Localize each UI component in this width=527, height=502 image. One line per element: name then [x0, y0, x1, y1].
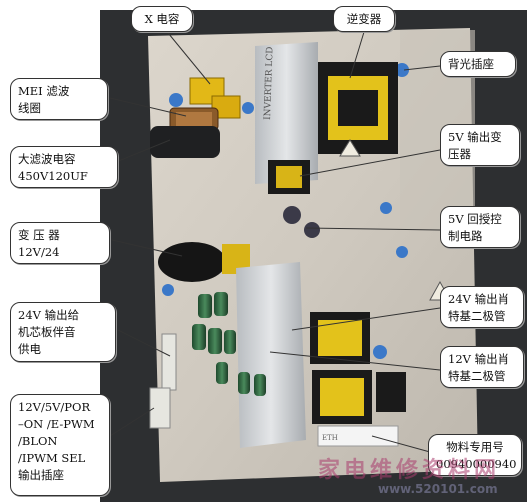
callout-emi-filter: MEI 滤波 线圈 — [10, 78, 108, 120]
callout-feedback-5v: 5V 回授控 制电路 — [440, 206, 520, 248]
connector-24v — [161, 333, 177, 391]
callout-diode-24v: 24V 输出肖 特基二极管 — [440, 286, 524, 328]
watermark-site: 家电维修资料网 — [318, 457, 501, 483]
output-connector — [149, 387, 171, 429]
callout-x-capacitor: X 电容 — [131, 6, 193, 32]
callout-transformer-5v: 5V 输出变 压器 — [440, 124, 520, 166]
callout-output-24v: 24V 输出给 机芯板伴音 供电 — [10, 302, 116, 362]
callout-diode-12v: 12V 输出肖 特基二极管 — [440, 346, 524, 388]
callout-lines — [109, 27, 441, 453]
board-print-text-2: ETH — [322, 434, 338, 442]
callout-main-transformer: 变 压 器 12V/24 — [10, 222, 110, 264]
green-capacitor — [198, 294, 212, 318]
part-label-sticker — [317, 425, 399, 447]
callout-output-socket: 12V/5V/POR –ON /E-PWM /BLON /IPWM SEL 输出… — [10, 394, 110, 496]
blue-capacitor — [169, 93, 183, 107]
heatsink-top — [255, 42, 318, 184]
heatsink-mid — [236, 262, 306, 448]
callout-backlight-socket: 背光插座 — [440, 51, 516, 77]
main-transformer — [158, 242, 226, 282]
feedback-capacitor — [283, 206, 301, 224]
callout-filter-capacitor: 大滤波电容 450V120UF — [10, 146, 118, 188]
board-print-text: INVERTER LCD — [263, 46, 276, 120]
filter-capacitor — [150, 126, 220, 158]
callout-part-number: 物料专用号 00940000940 — [428, 434, 522, 476]
callout-inverter: 逆变器 — [333, 6, 395, 32]
watermark-url: www.520101.com — [378, 482, 498, 496]
